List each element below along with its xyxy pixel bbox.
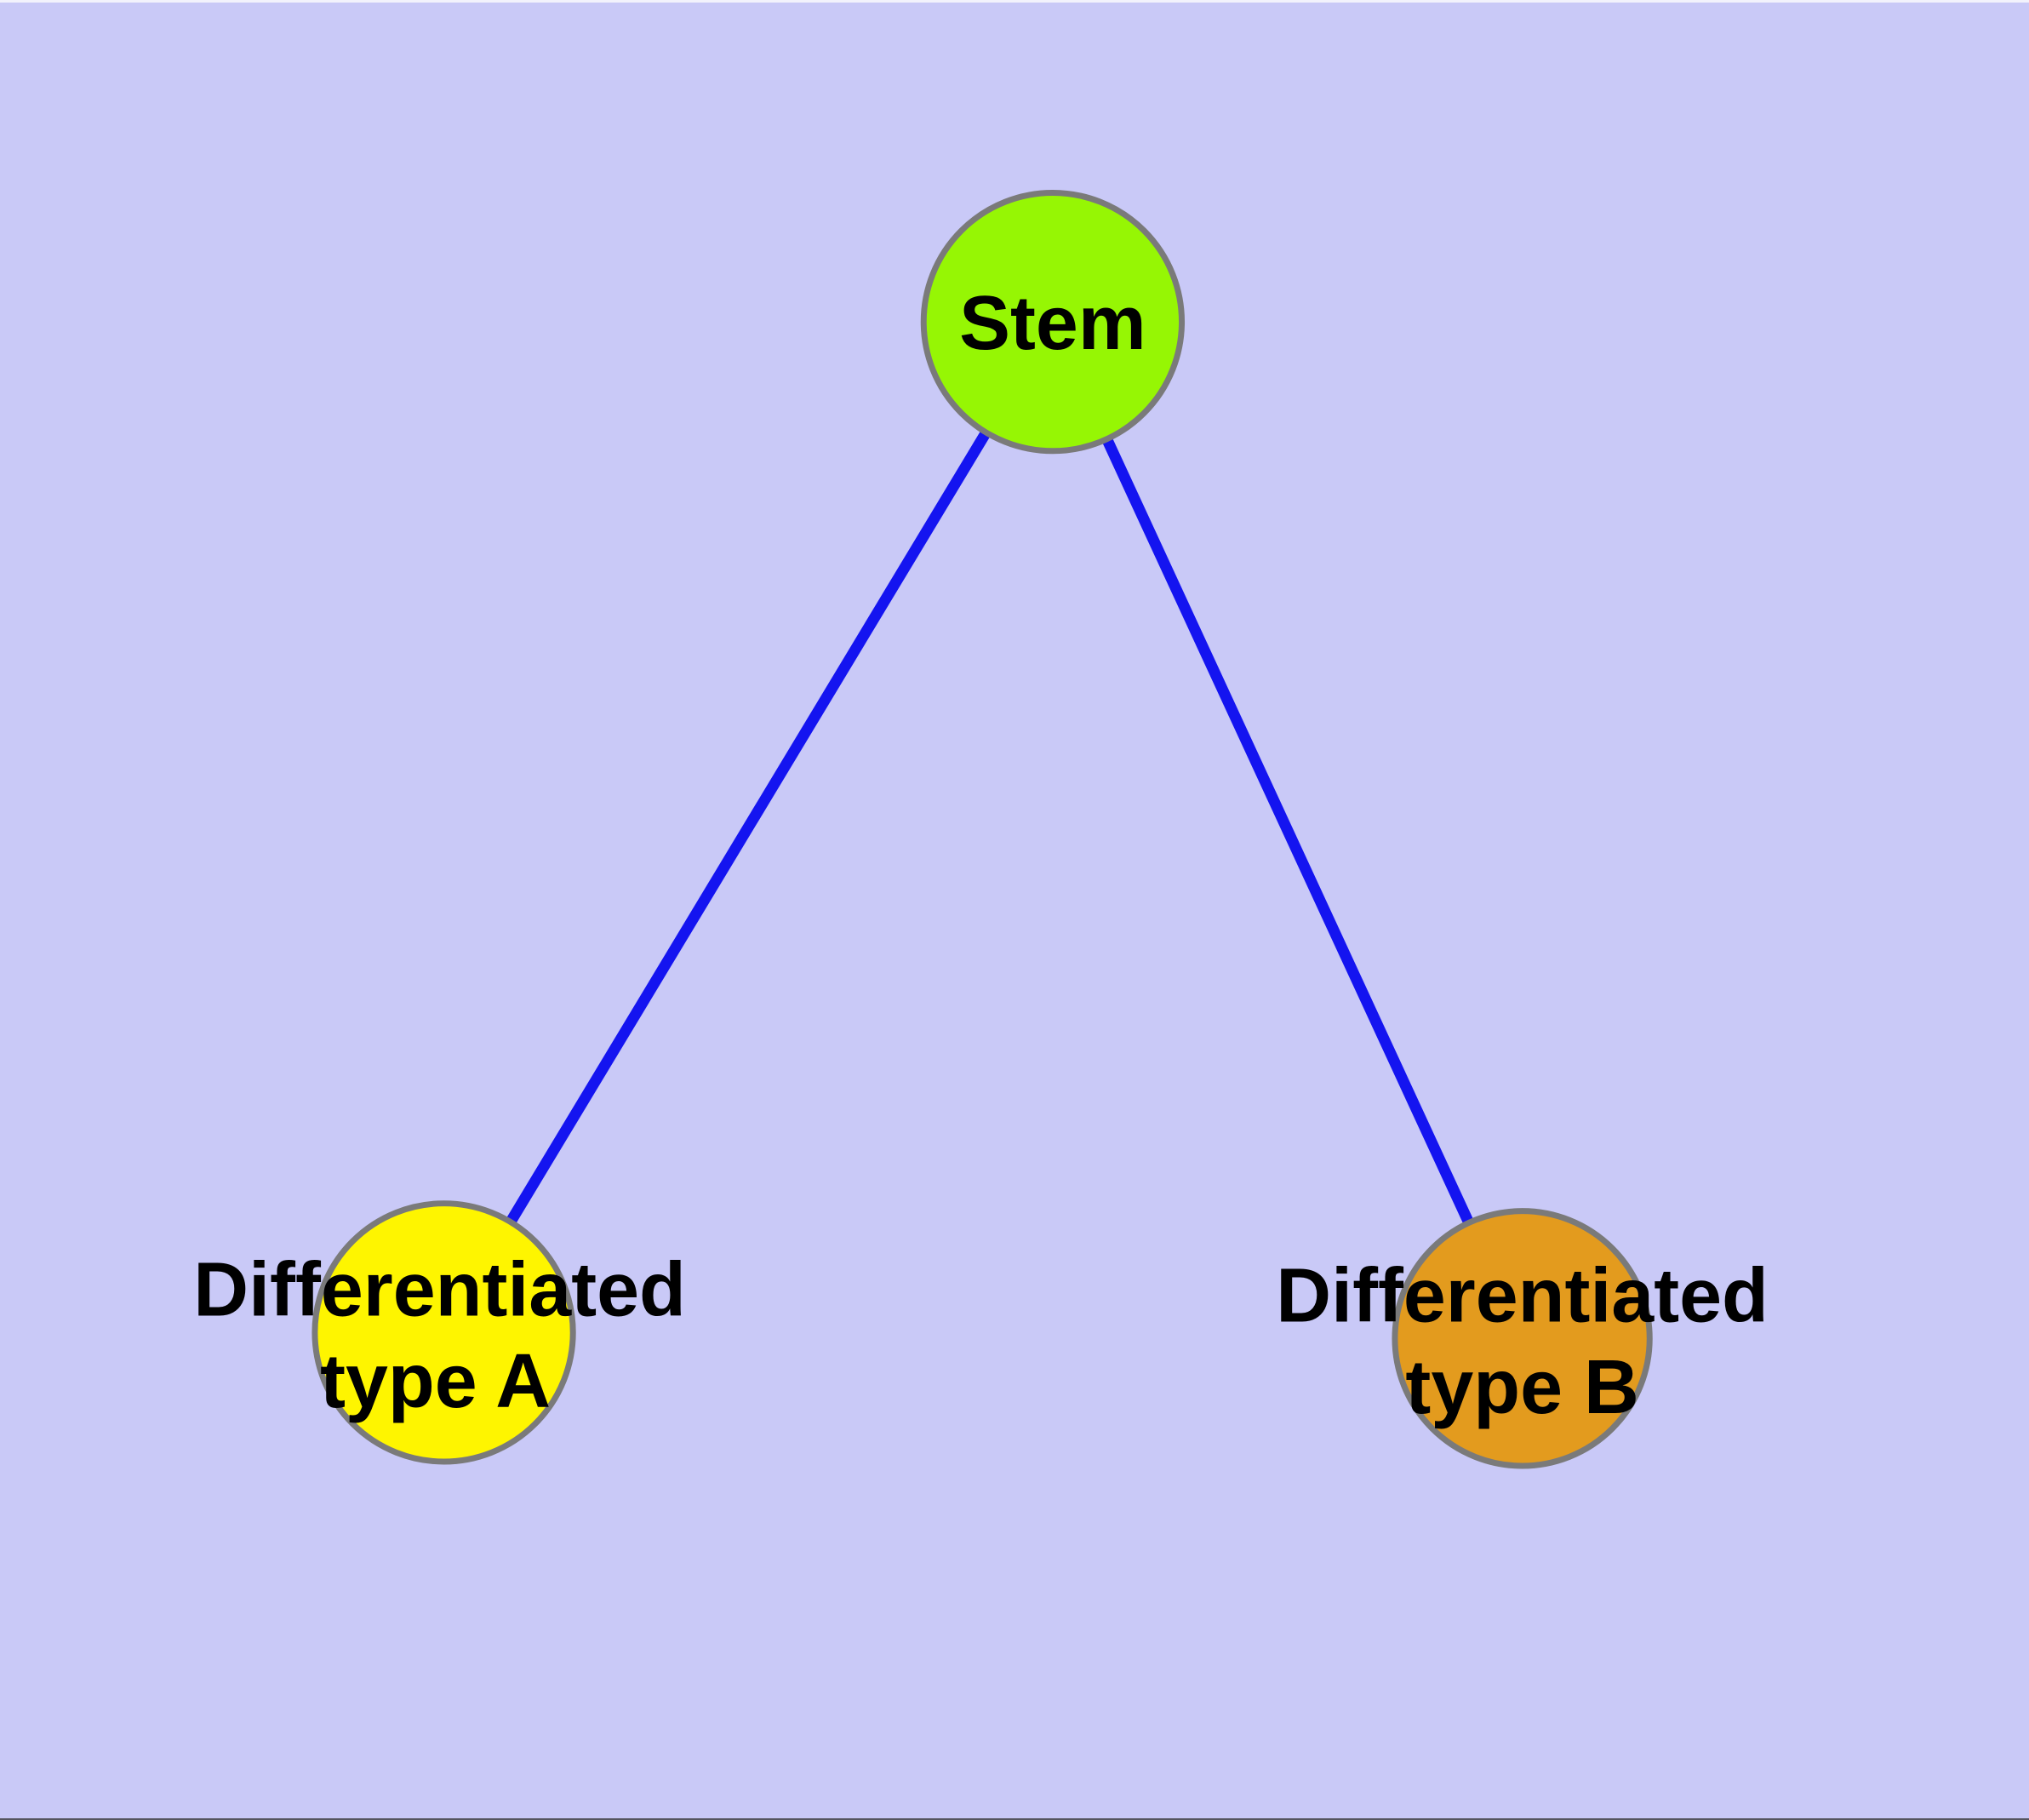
node-stem-label: Stem — [959, 281, 1146, 366]
node-type-b-circle — [1392, 1208, 1653, 1469]
node-stem: Stem — [920, 189, 1186, 455]
stem-differentiation-diagram: Stem Differentiated type A Differentiate… — [193, 189, 1769, 1469]
node-type-a-label-line2: type A — [320, 1339, 551, 1424]
node-type-a-label-line1: Differentiated — [193, 1247, 686, 1332]
edge-group — [438, 316, 1529, 1344]
node-type-a: Differentiated type A — [193, 1200, 686, 1465]
edge-stem-to-type-b — [1047, 316, 1529, 1344]
node-type-b-label-line1: Differentiated — [1276, 1253, 1769, 1338]
node-stem-circle — [920, 189, 1186, 455]
node-type-b: Differentiated type B — [1276, 1208, 1769, 1469]
edge-stem-to-type-a — [438, 316, 1059, 1338]
node-type-a-circle — [311, 1200, 576, 1465]
node-type-b-label-line2: type B — [1405, 1345, 1638, 1430]
